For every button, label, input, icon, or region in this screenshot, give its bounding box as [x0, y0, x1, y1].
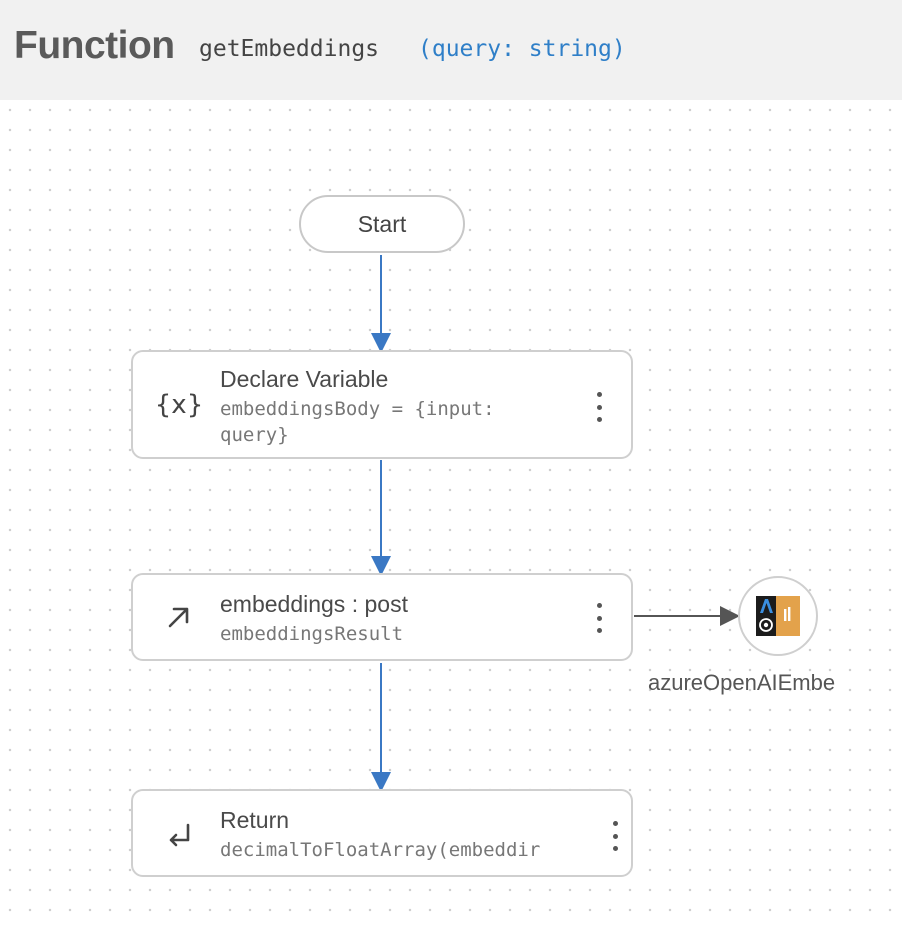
return-node[interactable]: Return decimalToFloatArray(embeddir	[131, 789, 633, 877]
declare-variable-node[interactable]: {x} Declare Variable embeddingsBody = {i…	[131, 350, 633, 459]
kebab-dot	[596, 392, 602, 397]
start-label: Start	[357, 210, 407, 237]
kebab-dot	[596, 603, 602, 608]
kebab-dot	[596, 615, 602, 621]
kebab-dot	[612, 846, 618, 851]
endpoint-label: azureOpenAIEmbe	[648, 670, 836, 695]
node-subtitle-continued: query}	[220, 424, 289, 446]
node-title: Declare Variable	[220, 366, 389, 392]
kebab-dot	[596, 417, 602, 422]
return-icon	[157, 813, 201, 857]
svg-text:{x}: {x}	[157, 390, 201, 420]
node-subtitle: decimalToFloatArray(embeddir	[220, 839, 541, 861]
node-menu-button[interactable]	[605, 821, 625, 851]
variable-icon: {x}	[157, 382, 201, 426]
kebab-dot	[612, 833, 618, 839]
node-subtitle: embeddingsResult	[220, 623, 404, 645]
azure-openai-icon	[756, 596, 800, 636]
node-title: Return	[220, 807, 290, 833]
node-subtitle: embeddingsBody = {input:	[220, 398, 495, 420]
start-node[interactable]: Start	[299, 195, 465, 253]
kebab-dot	[596, 404, 602, 410]
arrow-up-right-icon	[157, 595, 201, 639]
function-params[interactable]: (query: string)	[418, 36, 626, 62]
kebab-dot	[596, 628, 602, 633]
function-header: Function getEmbeddings (query: string)	[0, 0, 902, 100]
node-menu-button[interactable]	[589, 603, 609, 633]
http-post-node[interactable]: embeddings : post embeddingsResult	[131, 573, 633, 661]
node-menu-button[interactable]	[589, 392, 609, 422]
function-keyword: Function	[14, 24, 175, 67]
function-name[interactable]: getEmbeddings	[199, 36, 380, 62]
azure-openai-endpoint[interactable]	[738, 576, 818, 656]
node-title: embeddings : post	[220, 591, 408, 617]
kebab-dot	[612, 821, 618, 826]
